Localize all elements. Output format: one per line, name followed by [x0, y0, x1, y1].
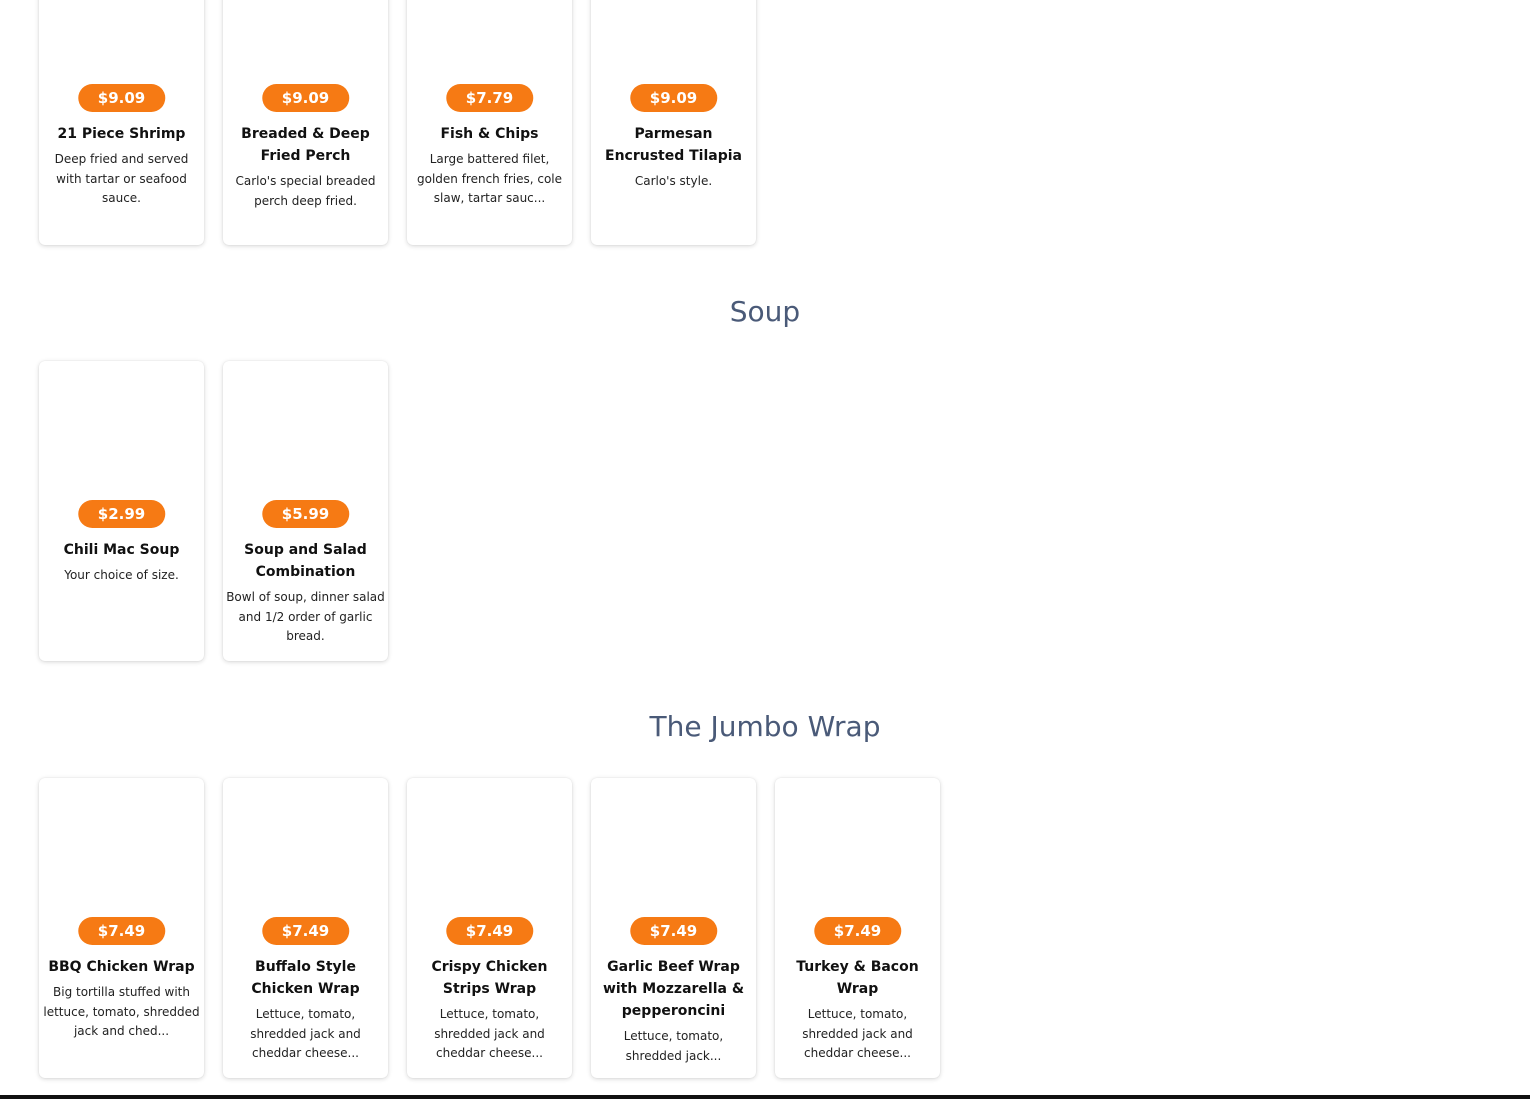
item-image-area [39, 361, 204, 515]
item-name: Chili Mac Soup [63, 542, 180, 558]
item-image-area [223, 361, 388, 515]
item-description: Bowl of soup, dinner salad and 1/2 order… [226, 590, 385, 643]
price-badge: $9.09 [77, 84, 166, 112]
item-description: Lettuce, tomato, shredded jack and chedd… [434, 1007, 545, 1060]
section-title-jumbo-wrap: The Jumbo Wrap [649, 710, 881, 743]
item-description: Large battered filet, golden french frie… [416, 152, 563, 205]
item-description: Carlo's special breaded perch deep fried… [235, 174, 376, 208]
item-image-area [407, 778, 572, 932]
item-name: Buffalo Style Chicken Wrap [251, 959, 360, 997]
item-name: Soup and Salad Combination [244, 542, 367, 580]
price-badge: $5.99 [261, 500, 350, 528]
item-description: Big tortilla stuffed with lettuce, tomat… [43, 985, 200, 1038]
section-title-soup: Soup [729, 295, 801, 328]
price-badge: $7.49 [445, 917, 534, 945]
menu-item-card[interactable]: $7.49 Garlic Beef Wrap with Mozzarella &… [591, 778, 756, 1078]
item-name: Garlic Beef Wrap with Mozzarella & peppe… [602, 959, 745, 1019]
item-description: Deep fried and served with tartar or sea… [54, 152, 189, 205]
item-name: Turkey & Bacon Wrap [796, 959, 919, 997]
item-description: Lettuce, tomato, shredded jack and chedd… [802, 1007, 913, 1060]
price-badge: $2.99 [77, 500, 166, 528]
menu-item-card[interactable]: $7.79 Fish & Chips Large battered filet,… [407, 0, 572, 245]
item-image-area [223, 778, 388, 932]
price-badge: $9.09 [261, 84, 350, 112]
item-name: 21 Piece Shrimp [57, 126, 186, 142]
wrap-items-row: $7.49 BBQ Chicken Wrap Big tortilla stuf… [39, 778, 940, 1078]
menu-item-card[interactable]: $7.49 Crispy Chicken Strips Wrap Lettuce… [407, 778, 572, 1078]
item-name: Crispy Chicken Strips Wrap [431, 959, 548, 997]
item-image-area [39, 778, 204, 932]
menu-item-card[interactable]: $7.49 Buffalo Style Chicken Wrap Lettuce… [223, 778, 388, 1078]
item-name: Breaded & Deep Fried Perch [241, 126, 370, 164]
item-description: Lettuce, tomato, shredded jack and chedd… [250, 1007, 361, 1060]
price-badge: $7.79 [445, 84, 534, 112]
price-badge: $7.49 [629, 917, 718, 945]
item-image-area [775, 778, 940, 932]
item-name: BBQ Chicken Wrap [48, 959, 195, 975]
item-name: Fish & Chips [440, 126, 539, 142]
menu-item-card[interactable]: $7.49 Turkey & Bacon Wrap Lettuce, tomat… [775, 778, 940, 1078]
menu-item-card[interactable]: $9.09 21 Piece Shrimp Deep fried and ser… [39, 0, 204, 245]
menu-item-card[interactable]: $9.09 Breaded & Deep Fried Perch Carlo's… [223, 0, 388, 245]
seafood-items-row: $9.09 21 Piece Shrimp Deep fried and ser… [39, 0, 756, 245]
price-badge: $7.49 [77, 917, 166, 945]
item-description: Lettuce, tomato, shredded jack... [623, 1029, 724, 1063]
menu-item-card[interactable]: $5.99 Soup and Salad Combination Bowl of… [223, 361, 388, 661]
bottom-divider [0, 1095, 1530, 1099]
item-name: Parmesan Encrusted Tilapia [605, 126, 742, 164]
price-badge: $9.09 [629, 84, 718, 112]
menu-item-card[interactable]: $9.09 Parmesan Encrusted Tilapia Carlo's… [591, 0, 756, 245]
soup-items-row: $2.99 Chili Mac Soup Your choice of size… [39, 361, 388, 661]
price-badge: $7.49 [813, 917, 902, 945]
item-image-area [591, 778, 756, 932]
price-badge: $7.49 [261, 917, 350, 945]
item-description: Your choice of size. [64, 568, 179, 582]
item-description: Carlo's style. [634, 174, 713, 188]
menu-item-card[interactable]: $7.49 BBQ Chicken Wrap Big tortilla stuf… [39, 778, 204, 1078]
menu-item-card[interactable]: $2.99 Chili Mac Soup Your choice of size… [39, 361, 204, 661]
